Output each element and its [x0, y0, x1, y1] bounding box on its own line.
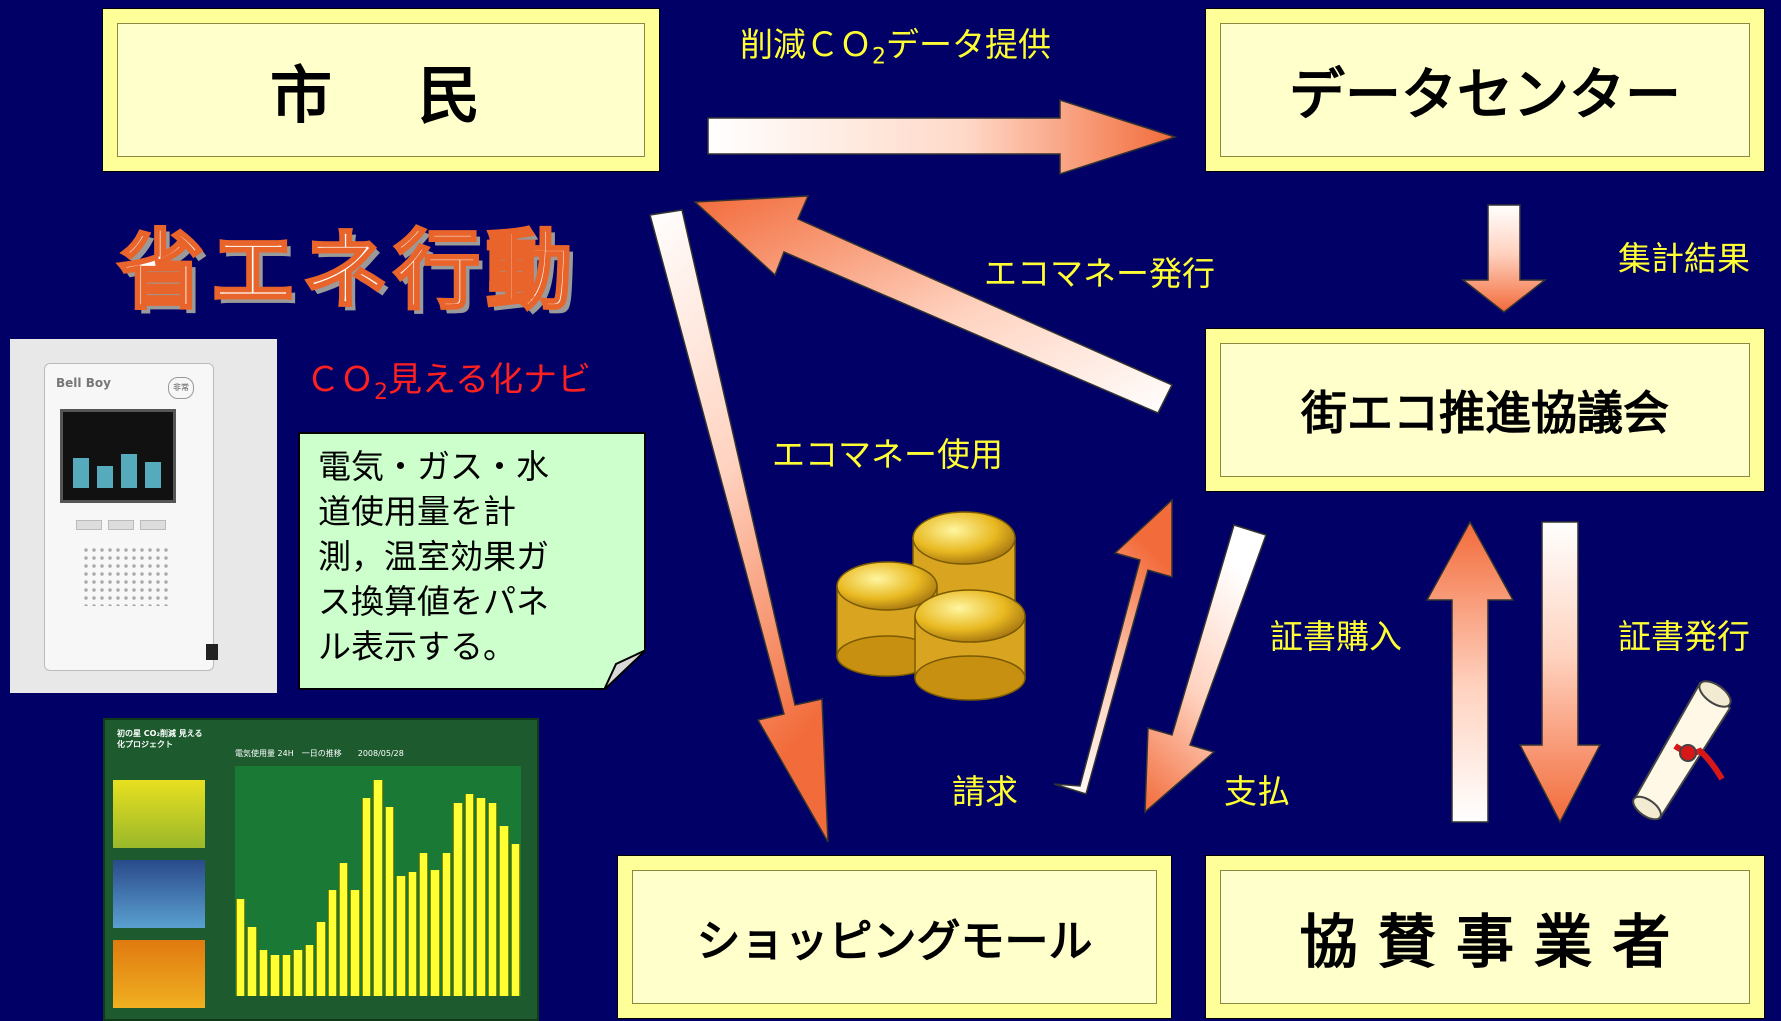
- monitor-bar: [316, 922, 326, 996]
- note-fold-corner: [604, 650, 646, 690]
- device-emergency-button: 非常: [168, 377, 194, 399]
- monitor-bar-chart: [235, 766, 521, 996]
- coins-illustration: [836, 511, 1026, 701]
- citizen-label: 市 民: [269, 59, 492, 132]
- label-ecomoney-issue: エコマネー発行: [984, 254, 1215, 293]
- monitor-bar: [281, 954, 292, 996]
- shopping-mall-label: ショッピングモール: [696, 916, 1093, 967]
- device-screen: [60, 409, 176, 503]
- data-center-box: データセンター: [1205, 8, 1765, 172]
- arrow-aggregate: [1460, 204, 1548, 313]
- monitor-bar: [247, 927, 257, 996]
- sponsors-box: 協 賛 事 業 者: [1205, 855, 1765, 1019]
- council-label: 街エコ推進協議会: [1301, 386, 1669, 440]
- note-line: 道使用量を計: [318, 492, 516, 531]
- monitor-bar: [419, 853, 429, 996]
- monitor-electric-panel: [113, 780, 205, 848]
- device-buttons: [76, 515, 176, 530]
- sponsors-label: 協 賛 事 業 者: [1299, 908, 1671, 976]
- navi-prefix: ＣＯ: [306, 360, 374, 400]
- monitor-bar: [270, 954, 280, 996]
- navi-rest: 見える化ナビ: [388, 360, 591, 400]
- note-line: ス換算値をパネ: [318, 582, 549, 621]
- device-slot: [206, 644, 218, 660]
- monitor-bar: [350, 890, 360, 996]
- arrow-ecomoney-use: [649, 209, 829, 843]
- navi-device-photo: Bell Boy 非常: [10, 339, 277, 693]
- monitor-header: 初の星 CO₂削減 見える化プロジェクト: [117, 729, 203, 749]
- arrow-invoice: [1053, 498, 1173, 795]
- monitor-bar: [396, 876, 406, 996]
- citizen-box: 市 民: [102, 8, 660, 172]
- arrow-co2-data: [707, 98, 1178, 176]
- navi-title: ＣＯ2見える化ナビ: [306, 352, 591, 405]
- label-co2-data-main: 削減ＣＯ: [740, 25, 872, 64]
- monitor-bar: [361, 798, 372, 996]
- monitor-water-panel: [113, 860, 205, 928]
- label-co2-data-rest: データ提供: [886, 25, 1051, 64]
- monitor-bar: [430, 869, 440, 996]
- monitor-title: 電気使用量 24H 一日の推移 2008/05/28: [235, 749, 404, 758]
- label-co2-data-sub: 2: [872, 44, 886, 70]
- label-co2-data: 削減ＣＯ2データ提供: [740, 18, 1051, 70]
- arrow-ecomoney-issue: [693, 195, 1174, 414]
- device-brand: Bell Boy: [56, 376, 111, 390]
- monitor-bar: [327, 890, 337, 996]
- monitor-bar: [476, 798, 486, 996]
- label-cert-purchase: 証書購入: [1270, 617, 1402, 656]
- note-line: ル表示する。: [318, 627, 516, 666]
- label-ecomoney-use: エコマネー使用: [772, 435, 1003, 474]
- arrow-cert-purchase: [1425, 520, 1515, 823]
- monitor-bar: [464, 793, 475, 996]
- monitor-bar: [510, 844, 520, 996]
- monitor-bar: [453, 802, 463, 996]
- monitor-bar: [407, 871, 418, 996]
- monitor-bar: [338, 862, 349, 996]
- monitor-bar: [373, 779, 383, 996]
- monitor-bar: [236, 899, 246, 996]
- arrow-payment: [1144, 524, 1267, 814]
- data-center-label: データセンター: [1289, 62, 1681, 128]
- monitor-screenshot: 初の星 CO₂削減 見える化プロジェクト 電気使用量 24H 一日の推移 200…: [103, 718, 539, 1021]
- label-payment: 支払: [1224, 772, 1290, 811]
- monitor-bar: [258, 950, 269, 996]
- shopping-mall-box: ショッピングモール: [617, 855, 1172, 1019]
- certificate-scroll-icon: [1632, 680, 1732, 821]
- monitor-bar: [304, 945, 315, 996]
- council-box: 街エコ推進協議会: [1205, 328, 1765, 492]
- note-box: 電気・ガス・水 道使用量を計 測，温室効果ガ ス換算値をパネ ル表示する。: [298, 432, 646, 690]
- monitor-bar: [384, 807, 395, 996]
- label-invoice: 請求: [952, 772, 1018, 811]
- navi-sub: 2: [374, 379, 388, 405]
- label-cert-issue: 証書発行: [1618, 617, 1750, 656]
- device-speaker: [82, 546, 170, 606]
- note-line: 電気・ガス・水: [318, 447, 549, 486]
- arrow-cert-issue: [1518, 521, 1602, 824]
- monitor-bar: [499, 825, 509, 996]
- monitor-bar: [487, 802, 498, 996]
- monitor-bar: [293, 950, 303, 996]
- note-line: 測，温室効果ガ: [318, 537, 549, 576]
- headline: 省エネ行動: [117, 220, 578, 323]
- label-aggregate: 集計結果: [1618, 239, 1750, 278]
- monitor-bar: [441, 853, 452, 996]
- monitor-gas-panel: [113, 940, 205, 1008]
- device-button-label: 非常: [173, 383, 189, 392]
